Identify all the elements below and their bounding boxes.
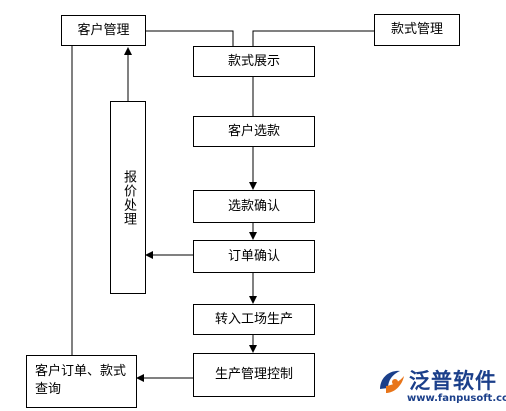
line-customer-to-display bbox=[146, 30, 234, 47]
node-label: 订单确认 bbox=[227, 248, 280, 264]
select-confirm-node: 选款确认 bbox=[193, 190, 315, 223]
style-management-node: 款式管理 bbox=[374, 14, 460, 46]
logo-mark-icon bbox=[380, 370, 404, 393]
line-style-to-display bbox=[252, 30, 374, 47]
to-factory-node: 转入工场生产 bbox=[193, 304, 315, 335]
production-control-node: 生产管理控制 bbox=[193, 353, 315, 397]
node-label: 生产管理控制 bbox=[214, 367, 293, 382]
logo-url: www.fanpusoft.com bbox=[407, 393, 506, 404]
node-label: 报价处理 bbox=[121, 169, 136, 226]
customer-select-node: 客户选款 bbox=[193, 116, 315, 147]
node-label: 转入工场生产 bbox=[214, 311, 293, 327]
order-confirm-node: 订单确认 bbox=[193, 240, 315, 273]
logo-name: 泛普软件 bbox=[409, 369, 497, 393]
node-label: 客户管理 bbox=[77, 22, 130, 38]
quote-processing-node: 报价处理 bbox=[110, 101, 146, 294]
customer-management-node: 客户管理 bbox=[61, 15, 146, 46]
node-label: 客户选款 bbox=[227, 123, 280, 139]
node-label: 款式管理 bbox=[390, 22, 443, 37]
node-label: 选款确认 bbox=[227, 198, 280, 214]
brand-logo: 泛普软件 www.fanpusoft.com bbox=[376, 365, 506, 409]
node-label: 客户订单、款式查询 bbox=[35, 364, 127, 397]
order-query-node: 客户订单、款式查询 bbox=[26, 355, 137, 408]
node-label: 款式展示 bbox=[227, 53, 280, 69]
style-display-node: 款式展示 bbox=[193, 46, 315, 77]
